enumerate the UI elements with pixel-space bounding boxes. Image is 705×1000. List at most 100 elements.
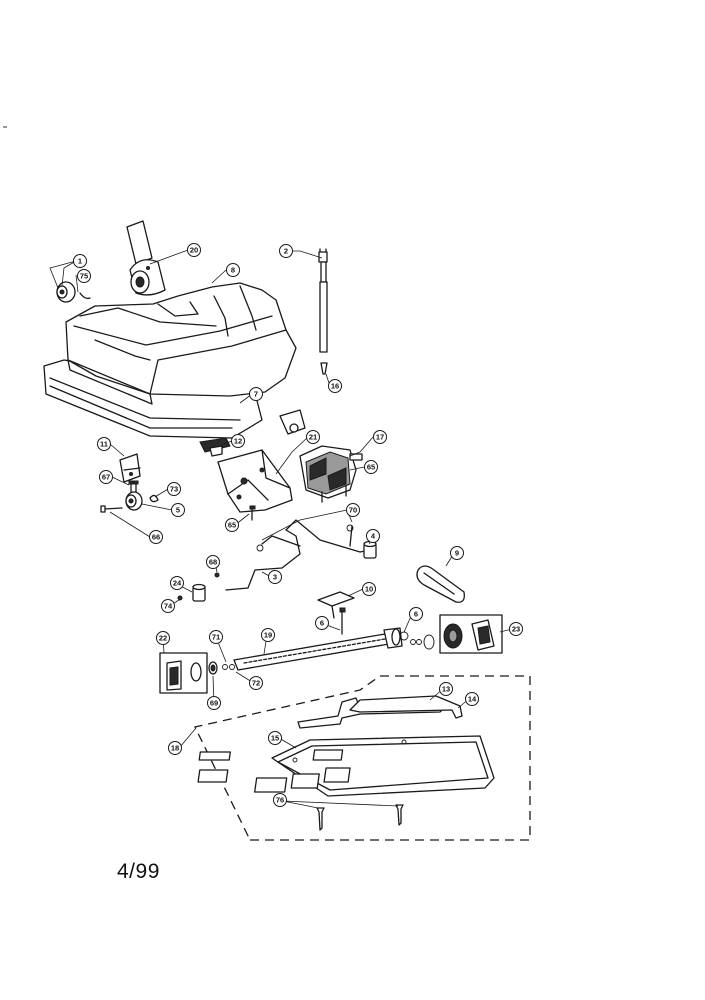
callout-circle [97, 437, 111, 451]
plate-screws-part [316, 804, 404, 831]
callout-number: 8 [231, 266, 235, 275]
callout-circle [225, 518, 239, 532]
callout-number: 71 [212, 633, 220, 642]
callout-circle [209, 630, 223, 644]
callout-number: 20 [190, 246, 198, 255]
bracket-clip-part [279, 409, 306, 435]
callout-20: 20 [187, 243, 201, 257]
handle-tube-part [318, 248, 328, 375]
callout-circle [439, 682, 453, 696]
callout-number: 65 [367, 463, 375, 472]
washers-part [208, 634, 435, 675]
base-plate-part [197, 735, 495, 797]
callout-number: 70 [349, 506, 357, 515]
callout-circle [231, 434, 245, 448]
callout-circle [99, 470, 113, 484]
callout-4: 4 [366, 529, 380, 543]
callout-circle [167, 482, 181, 496]
callout-number: 17 [376, 433, 384, 442]
screws-67-part [128, 480, 139, 494]
end-cap-right-part [439, 614, 503, 654]
callout-circle [509, 622, 523, 636]
callout-69: 69 [207, 696, 221, 710]
callout-number: 5 [176, 506, 180, 515]
callout-74: 74 [161, 599, 175, 613]
callout-23: 23 [509, 622, 523, 636]
callout-circle [187, 243, 201, 257]
callout-circle [373, 430, 387, 444]
callout-circle [170, 576, 184, 590]
callout-circle [161, 599, 175, 613]
callout-circle [268, 731, 282, 745]
callout-1: 1 [73, 254, 87, 268]
callout-75: 75 [77, 269, 91, 283]
callout-number: 4 [371, 532, 376, 541]
callout-circle [362, 582, 376, 596]
callout-circle [450, 546, 464, 560]
callout-number: 67 [102, 473, 110, 482]
callout-6: 6 [409, 607, 423, 621]
callout-number: 15 [271, 734, 279, 743]
callout-number: 11 [100, 440, 108, 449]
callout-17: 17 [373, 430, 387, 444]
callout-number: 6 [320, 619, 324, 628]
callout-circle [207, 696, 221, 710]
callout-number: 69 [210, 699, 218, 708]
switch-part [199, 437, 231, 457]
callout-circle [409, 607, 423, 621]
callout-76: 76 [273, 793, 287, 807]
spring-68-part [214, 572, 220, 578]
rear-wheel-part [125, 491, 159, 511]
callout-number: 22 [159, 634, 167, 643]
screw-65-part [249, 505, 256, 521]
callout-65: 65 [364, 460, 378, 474]
bristle-bracket-part [317, 591, 355, 635]
callout-number: 7 [254, 390, 258, 399]
callout-circle [77, 269, 91, 283]
callout-number: 14 [468, 695, 477, 704]
callout-2: 2 [279, 244, 293, 258]
callout-circle [315, 616, 329, 630]
callout-number: 1 [78, 257, 82, 266]
callout-21: 21 [306, 430, 320, 444]
callout-circle [156, 631, 170, 645]
end-cap-left-part [159, 652, 208, 694]
base-plate-assembly-group [194, 675, 531, 841]
callout-70: 70 [346, 503, 360, 517]
callout-circle [268, 570, 282, 584]
callout-number: 65 [228, 521, 236, 530]
callout-14: 14 [465, 692, 479, 706]
callout-number: 6 [414, 610, 418, 619]
callout-10: 10 [362, 582, 376, 596]
callout-22: 22 [156, 631, 170, 645]
callout-circle [366, 529, 380, 543]
callout-19: 19 [261, 628, 275, 642]
callout-number: 2 [284, 247, 288, 256]
callout-8: 8 [226, 263, 240, 277]
callout-number: 68 [209, 558, 217, 567]
motor-bracket-part [217, 449, 293, 513]
wheel-part [56, 281, 91, 303]
callout-number: 66 [152, 533, 160, 542]
motor-part [299, 445, 363, 503]
callout-number: 74 [164, 602, 173, 611]
hood-housing-part [43, 282, 297, 439]
callout-67: 67 [99, 470, 113, 484]
handle-socket-part [126, 220, 166, 296]
belt-part [416, 565, 465, 603]
callout-number: 73 [170, 485, 178, 494]
callout-circle [279, 244, 293, 258]
callout-number: 18 [171, 744, 179, 753]
callout-number: 76 [276, 796, 284, 805]
callout-circle [206, 555, 220, 569]
callout-number: 21 [309, 433, 317, 442]
callout-13: 13 [439, 682, 453, 696]
callout-number: 75 [80, 272, 88, 281]
callout-number: 23 [512, 625, 520, 634]
callout-circle [249, 676, 263, 690]
callout-16: 16 [328, 379, 342, 393]
callout-number: 16 [331, 382, 339, 391]
callout-number: 12 [234, 437, 242, 446]
